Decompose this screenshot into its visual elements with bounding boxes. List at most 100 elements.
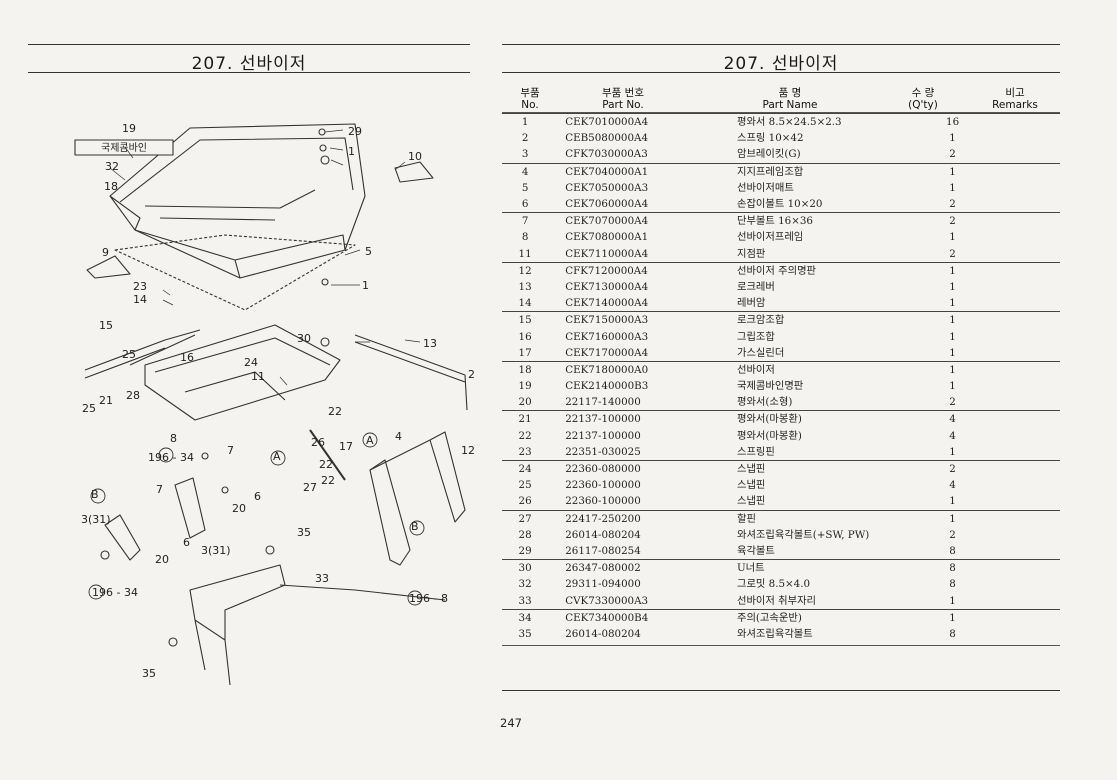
part-code-cell: CEK7130000A4 [565, 280, 649, 293]
right-top-rule [502, 44, 1060, 45]
header-remarks-en: Remarks [992, 99, 1038, 111]
callout-label: 35 [297, 526, 311, 539]
callout-label: 25 [122, 348, 136, 361]
quantity-cell: 1 [949, 132, 956, 145]
quantity-cell: 2 [949, 148, 956, 161]
remarks-cell [978, 444, 1060, 461]
part-name-cell: 레버암 [736, 297, 766, 310]
part-number-cell: 21 [502, 410, 549, 428]
callout-label: 1 [362, 279, 369, 292]
callout-label: 35 [142, 667, 156, 680]
part-number-cell: 28 [518, 528, 532, 541]
part-code-cell: CVK7330000A3 [565, 594, 649, 607]
callout-label: 3(31) [201, 544, 231, 557]
table-header-rule [502, 112, 1060, 113]
nameplate-callout-box [74, 139, 174, 156]
quantity-cell: 2 [926, 459, 979, 478]
part-code-cell: 22137-100000 [565, 429, 641, 442]
callout-label: 17 [339, 440, 353, 453]
part-name-cell: U너트 [706, 559, 927, 577]
part-code-cell: CEK7170000A4 [565, 346, 649, 359]
warning-plate-left [86, 255, 131, 279]
part-name-cell: 평와서 8.5×24.5×2.3 [706, 113, 927, 131]
part-name-cell: 평와서(마봉환) [706, 410, 927, 428]
part-number-cell: 4 [502, 162, 549, 180]
visor-mat [114, 234, 356, 311]
callout-label: 22 [328, 405, 342, 418]
part-number-cell: 30 [502, 559, 549, 577]
part-number-cell: 26 [518, 495, 532, 508]
table-bottom-rule [502, 645, 1060, 646]
header-name-ko: 품 명 [778, 87, 802, 99]
quantity-cell: 2 [949, 198, 956, 211]
part-name-cell: 주의(고속운반) [706, 608, 927, 626]
quantity-cell: 1 [926, 311, 979, 329]
part-name-cell: 와셔조립육각볼트(+SW, PW) [736, 528, 870, 541]
quantity-cell: 1 [926, 608, 979, 626]
remarks-cell [978, 261, 1060, 279]
callout-label: 11 [251, 370, 265, 383]
callout-label: 20 [155, 553, 169, 566]
quantity-cell: 1 [949, 495, 956, 508]
part-code-cell: CEK2140000B3 [565, 380, 649, 393]
callout-label: 196 - 8 [409, 592, 448, 605]
callout-label: B [411, 520, 419, 533]
quantity-cell: 4 [949, 479, 956, 492]
quantity-cell: 8 [926, 559, 979, 577]
visor-frame [144, 324, 341, 421]
remarks-cell [978, 527, 1060, 543]
header-remarks-ko: 비고 [1005, 87, 1025, 99]
left-page-title: 207. 선바이저 [191, 54, 307, 74]
part-name-cell: 손잡이볼트 10×20 [736, 198, 823, 211]
part-number-cell: 29 [518, 544, 532, 557]
header-qty-ko: 수 량 [911, 87, 935, 99]
callout-label: 196 - 34 [148, 451, 194, 464]
part-name-cell: 지점판 [736, 247, 766, 260]
part-code-cell: 22360-100000 [565, 479, 641, 492]
callout-label: 27 [303, 481, 317, 494]
remarks-cell [978, 378, 1060, 394]
quantity-cell: 8 [949, 544, 956, 557]
quantity-cell: 16 [926, 113, 979, 131]
part-name-cell: 가스실린더 [736, 346, 785, 359]
remarks-cell [978, 394, 1060, 411]
part-code-cell: 22417-250200 [548, 509, 707, 527]
callout-label: 13 [423, 337, 437, 350]
right-bottom-rule [502, 690, 1060, 691]
remarks-cell [978, 130, 1060, 146]
quantity-cell: 8 [949, 627, 956, 640]
callout-label: 19 [122, 122, 136, 135]
part-number-cell: 25 [518, 479, 532, 492]
part-code-cell: 26014-080204 [565, 528, 641, 541]
header-no-en: No. [521, 99, 539, 111]
callout-label: 16 [180, 351, 194, 364]
remarks-cell [978, 295, 1060, 312]
part-name-cell: 스냅핀 [736, 495, 766, 508]
part-number-cell: 15 [502, 311, 549, 329]
quantity-cell: 1 [949, 380, 956, 393]
part-name-cell: 그립조합 [736, 330, 775, 343]
remarks-cell [978, 113, 1060, 131]
remarks-cell [978, 180, 1060, 196]
header-part-en: Part No. [602, 99, 644, 111]
callout-label: 20 [232, 502, 246, 515]
quantity-cell: 1 [926, 162, 979, 180]
callout-label: 5 [365, 245, 372, 258]
part-code-cell: CEK7040000A1 [548, 162, 707, 180]
quantity-cell: 1 [926, 360, 979, 378]
callout-label: 196 - 34 [92, 586, 138, 599]
part-number-cell: 8 [521, 231, 529, 244]
part-code-cell: 22117-140000 [565, 396, 641, 409]
header-name-en: Part Name [762, 99, 818, 111]
